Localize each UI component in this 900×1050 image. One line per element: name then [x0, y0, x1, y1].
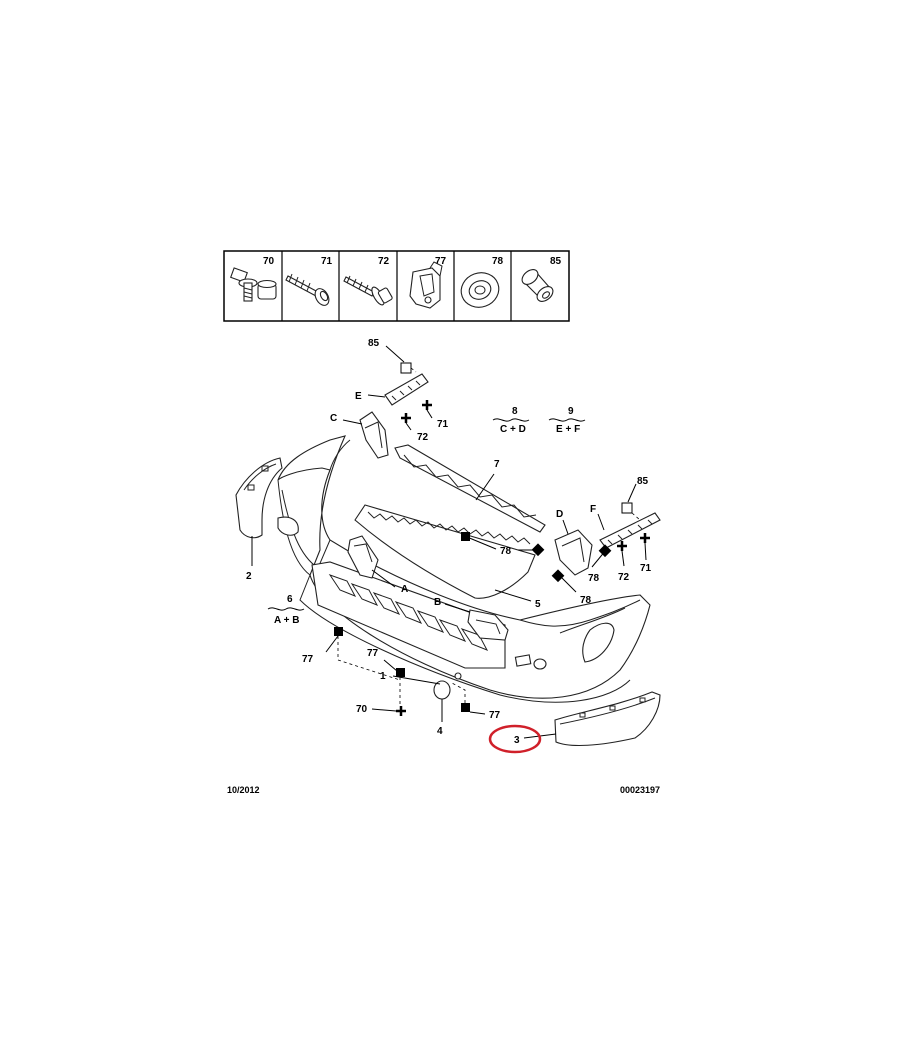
label-9: 9 [568, 406, 574, 417]
label-71-right: 71 [640, 563, 652, 574]
rivet-nut-icon [521, 269, 554, 302]
legend-ref-85: 85 [550, 256, 562, 267]
footer-code: 00023197 [620, 785, 660, 795]
label-8: 8 [512, 406, 518, 417]
upper-reinforcement [394, 444, 546, 533]
guide-e [384, 373, 429, 406]
label-3: 3 [514, 735, 520, 746]
label-5: 5 [535, 599, 541, 610]
bumper-assembly-drawing [235, 373, 661, 747]
footer-date: 10/2012 [227, 785, 260, 795]
label-78-lower: 78 [580, 595, 592, 606]
flange-screw-icon [343, 275, 393, 306]
right-corner-trim [554, 691, 661, 747]
legend-ref-72: 72 [378, 256, 390, 267]
label-D: D [556, 509, 563, 520]
step-panel [311, 561, 506, 669]
legend-ref-70: 70 [263, 256, 275, 267]
bracket-d [554, 529, 593, 576]
legend-ref-71: 71 [321, 256, 333, 267]
label-85-top: 85 [368, 338, 380, 349]
label-F: F [590, 504, 596, 515]
leader-lines [251, 345, 647, 739]
label-77-right: 77 [489, 710, 501, 721]
label-85-right: 85 [637, 476, 649, 487]
label-72-right: 72 [618, 572, 630, 583]
label-78-right: 78 [588, 573, 600, 584]
grommet-nut-icon [460, 272, 500, 308]
label-71-top: 71 [437, 419, 449, 430]
lower-absorber [354, 504, 536, 599]
label-8-sub: C + D [500, 424, 526, 435]
label-B: B [434, 597, 441, 608]
bracket-c [359, 411, 389, 459]
label-2: 2 [246, 571, 252, 582]
fastener-legend: 70 71 72 77 78 85 [223, 250, 570, 322]
label-70: 70 [356, 704, 368, 715]
label-A: A [401, 584, 408, 595]
bracket-b [467, 609, 509, 641]
label-C: C [330, 413, 337, 424]
fastener-markers [334, 362, 650, 716]
highlight-circle-part-3 [488, 724, 542, 754]
legend-ref-77: 77 [435, 256, 447, 267]
label-77-center: 77 [367, 648, 379, 659]
clip-fastener-icon [409, 261, 443, 309]
bolt-with-washer-icon [230, 267, 277, 302]
label-7: 7 [494, 459, 500, 470]
label-78-center: 78 [500, 546, 512, 557]
guide-f [599, 512, 661, 549]
self-tapping-screw-icon [285, 273, 330, 306]
label-6-sub: A + B [274, 615, 299, 626]
label-72-top: 72 [417, 432, 429, 443]
label-E: E [355, 391, 362, 402]
bracket-a [347, 535, 379, 579]
label-4: 4 [437, 726, 443, 737]
left-corner-trim [235, 457, 283, 539]
legend-ref-78: 78 [492, 256, 504, 267]
callout-labels: 85 E 72 71 C 8 C + D 9 E + F 7 85 D F 78… [246, 338, 652, 746]
label-1: 1 [380, 671, 386, 682]
bumper-shell [277, 435, 651, 699]
label-6: 6 [287, 594, 293, 605]
label-9-sub: E + F [556, 424, 580, 435]
label-77-left: 77 [302, 654, 314, 665]
